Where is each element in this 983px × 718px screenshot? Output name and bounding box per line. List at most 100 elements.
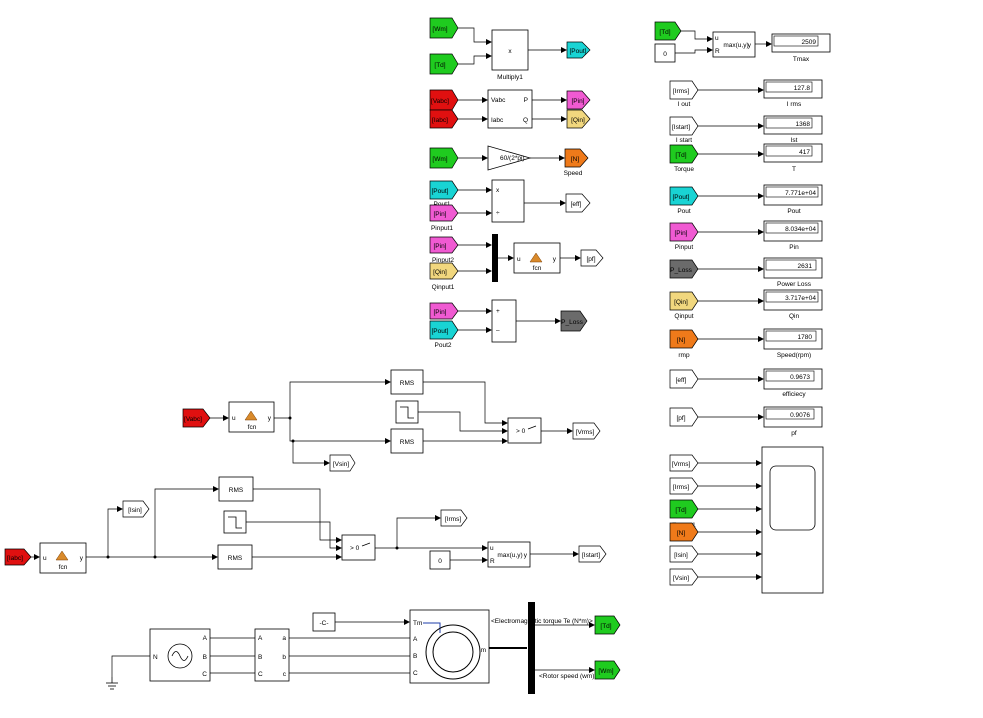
max-block-tmax[interactable]: u R max(u,y) y [712, 31, 756, 58]
from-tag-ploss-disp[interactable]: P_Loss [669, 259, 699, 279]
goto-tag-pout[interactable]: [Pout] [566, 41, 591, 59]
from-tag-iabc-rms[interactable]: [Iabc] [4, 548, 32, 566]
goto-tag-istart[interactable]: [Istart] [578, 545, 607, 563]
scope-input-isin[interactable]: [Isin] [669, 545, 699, 563]
scope-input-td[interactable]: [Td] [669, 499, 699, 519]
from-tag-vabc[interactable]: [Vabc] [429, 89, 459, 111]
vi-measurement-block[interactable]: A B C a b c [254, 628, 290, 682]
from-tag-iabc[interactable]: [Iabc] [429, 109, 459, 129]
multiply-block[interactable]: x [491, 29, 529, 71]
from-tag-irms-disp[interactable]: [Irms] [669, 80, 699, 100]
goto-tag-isin[interactable]: [Isin] [122, 500, 150, 518]
display-pin[interactable]: 8.034e+04 [763, 220, 823, 242]
from-tag-istart-disp[interactable]: [Istart] [669, 116, 699, 136]
display-qin[interactable]: 3.717e+04 [763, 289, 823, 311]
from-tag-td-max[interactable]: [Td] [654, 21, 682, 41]
display-irms[interactable]: 127.8 [763, 79, 823, 99]
display-name-pf: pf [791, 430, 797, 437]
goto-tag-pf[interactable]: [pf] [580, 249, 604, 267]
goto-tag-qin[interactable]: [Qin] [566, 109, 591, 129]
svg-text:2509: 2509 [802, 39, 817, 46]
induction-machine[interactable]: Tm A B C m [409, 609, 490, 684]
svg-text:[Pin]: [Pin] [433, 243, 446, 250]
from-tag-vabc-rms[interactable]: [Vabc] [182, 408, 211, 428]
mux-bar[interactable] [492, 234, 498, 282]
switch-block-i[interactable]: > 0 [341, 534, 376, 561]
max-block-istart[interactable]: u R max(u,y) y [487, 541, 531, 568]
goto-tag-eff[interactable]: [eff] [565, 193, 591, 213]
scope-block[interactable] [761, 446, 824, 594]
svg-text:0: 0 [438, 558, 442, 565]
goto-tag-wm[interactable]: [Wm] [594, 660, 621, 680]
from-tag-pf-disp[interactable]: [pf] [669, 407, 699, 427]
goto-tag-pin[interactable]: [Pin] [566, 90, 591, 110]
from-tag-pin-2[interactable]: [Pin] [429, 236, 459, 254]
rms-block-i2[interactable]: RMS [217, 544, 253, 570]
scope-input-vsin[interactable]: [Vsin] [669, 568, 699, 586]
constant-zero-max[interactable]: 0 [654, 43, 676, 63]
scope-input-vrms[interactable]: [Vrms] [669, 454, 699, 472]
svg-text:127.8: 127.8 [794, 85, 811, 92]
display-pout[interactable]: 7.771e+04 [763, 184, 823, 206]
constant-zero-istart[interactable]: 0 [429, 550, 451, 570]
goto-tag-vrms[interactable]: [Vrms] [572, 422, 601, 440]
svg-text:[eff]: [eff] [676, 377, 687, 384]
divide-block[interactable]: x ÷ [491, 179, 525, 223]
from-tag-pout-1[interactable]: [Pout] [429, 180, 459, 200]
goto-tag-irms[interactable]: [Irms] [440, 509, 468, 527]
svg-text:[Pout]: [Pout] [570, 48, 587, 55]
bus-selector[interactable] [528, 602, 535, 694]
rms-block-v2[interactable]: RMS [390, 428, 424, 454]
rms-block-v1[interactable]: RMS [390, 369, 424, 395]
display-tmax[interactable]: 2509 [771, 33, 831, 53]
display-t[interactable]: 417 [763, 143, 823, 163]
display-speed[interactable]: 1780 [763, 328, 823, 350]
goto-tag-vsin[interactable]: [Vsin] [329, 454, 356, 472]
fcn-block-vsin[interactable]: u y fcn [228, 401, 275, 433]
svg-text:[Iabc]: [Iabc] [7, 555, 23, 562]
goto-tag-n[interactable]: [N] [564, 148, 589, 168]
display-name-pout: Pout [787, 208, 801, 215]
display-eff[interactable]: 0.9673 [763, 368, 823, 390]
scope-input-irms[interactable]: [Irms] [669, 477, 699, 495]
from-tag-pin-1[interactable]: [Pin] [429, 204, 459, 222]
svg-text:[Isin]: [Isin] [128, 507, 142, 514]
from-tag-qin-disp[interactable]: [Qin] [669, 291, 699, 311]
display-ist[interactable]: 1368 [763, 115, 823, 135]
from-tag-qin-1[interactable]: [Qin] [429, 262, 459, 280]
from-tag-td-disp[interactable]: [Td] [669, 144, 699, 164]
display-ploss[interactable]: 2631 [763, 257, 823, 279]
from-tag-wm-2[interactable]: [Wm] [429, 147, 459, 169]
from-tag-pin-disp[interactable]: [Pin] [669, 222, 699, 242]
display-name-speed: Speed(rpm) [777, 352, 811, 359]
sum-block[interactable]: + – [491, 299, 517, 343]
power-pq-block[interactable]: Vabc Iabc P Q [487, 89, 533, 129]
svg-text:[Pin]: [Pin] [674, 230, 687, 237]
three-phase-source[interactable]: N A B C [149, 628, 211, 682]
constant-c[interactable]: -C- [312, 612, 336, 632]
from-tag-pin-3[interactable]: [Pin] [429, 302, 459, 320]
from-tag-eff-disp[interactable]: [eff] [669, 369, 699, 389]
from-tag-pout-disp[interactable]: [Pout] [669, 186, 699, 206]
svg-text:b: b [282, 654, 286, 661]
pinput-name: Pinput [675, 244, 694, 251]
from-tag-pout-2[interactable]: [Pout] [429, 320, 459, 340]
gain-block[interactable]: 60/(2*pi) [487, 145, 532, 171]
from-tag-n-disp[interactable]: [N] [669, 329, 699, 349]
svg-text:[Vrms]: [Vrms] [576, 429, 595, 436]
goto-tag-td[interactable]: [Td] [594, 615, 621, 635]
scope-input-n[interactable]: [N] [669, 522, 699, 542]
svg-text:P_Loss: P_Loss [670, 267, 692, 274]
goto-tag-ploss[interactable]: P_Loss [560, 310, 588, 332]
fcn-block-isin[interactable]: u y fcn [39, 542, 87, 574]
switch-block-v[interactable]: > 0 [507, 417, 542, 444]
from-tag-td-1[interactable]: [Td] [429, 53, 459, 75]
rms-block-i1[interactable]: RMS [218, 476, 254, 502]
fcn-block-pf[interactable]: u y fcn [513, 242, 561, 274]
display-pf[interactable]: 0.9076 [763, 406, 823, 428]
step-block-i[interactable] [223, 510, 247, 534]
svg-text:[Td]: [Td] [600, 623, 611, 630]
from-tag-wm-1[interactable]: [Wm] [429, 17, 459, 39]
svg-text:[Isin]: [Isin] [674, 552, 688, 559]
step-block-v[interactable] [395, 400, 419, 424]
